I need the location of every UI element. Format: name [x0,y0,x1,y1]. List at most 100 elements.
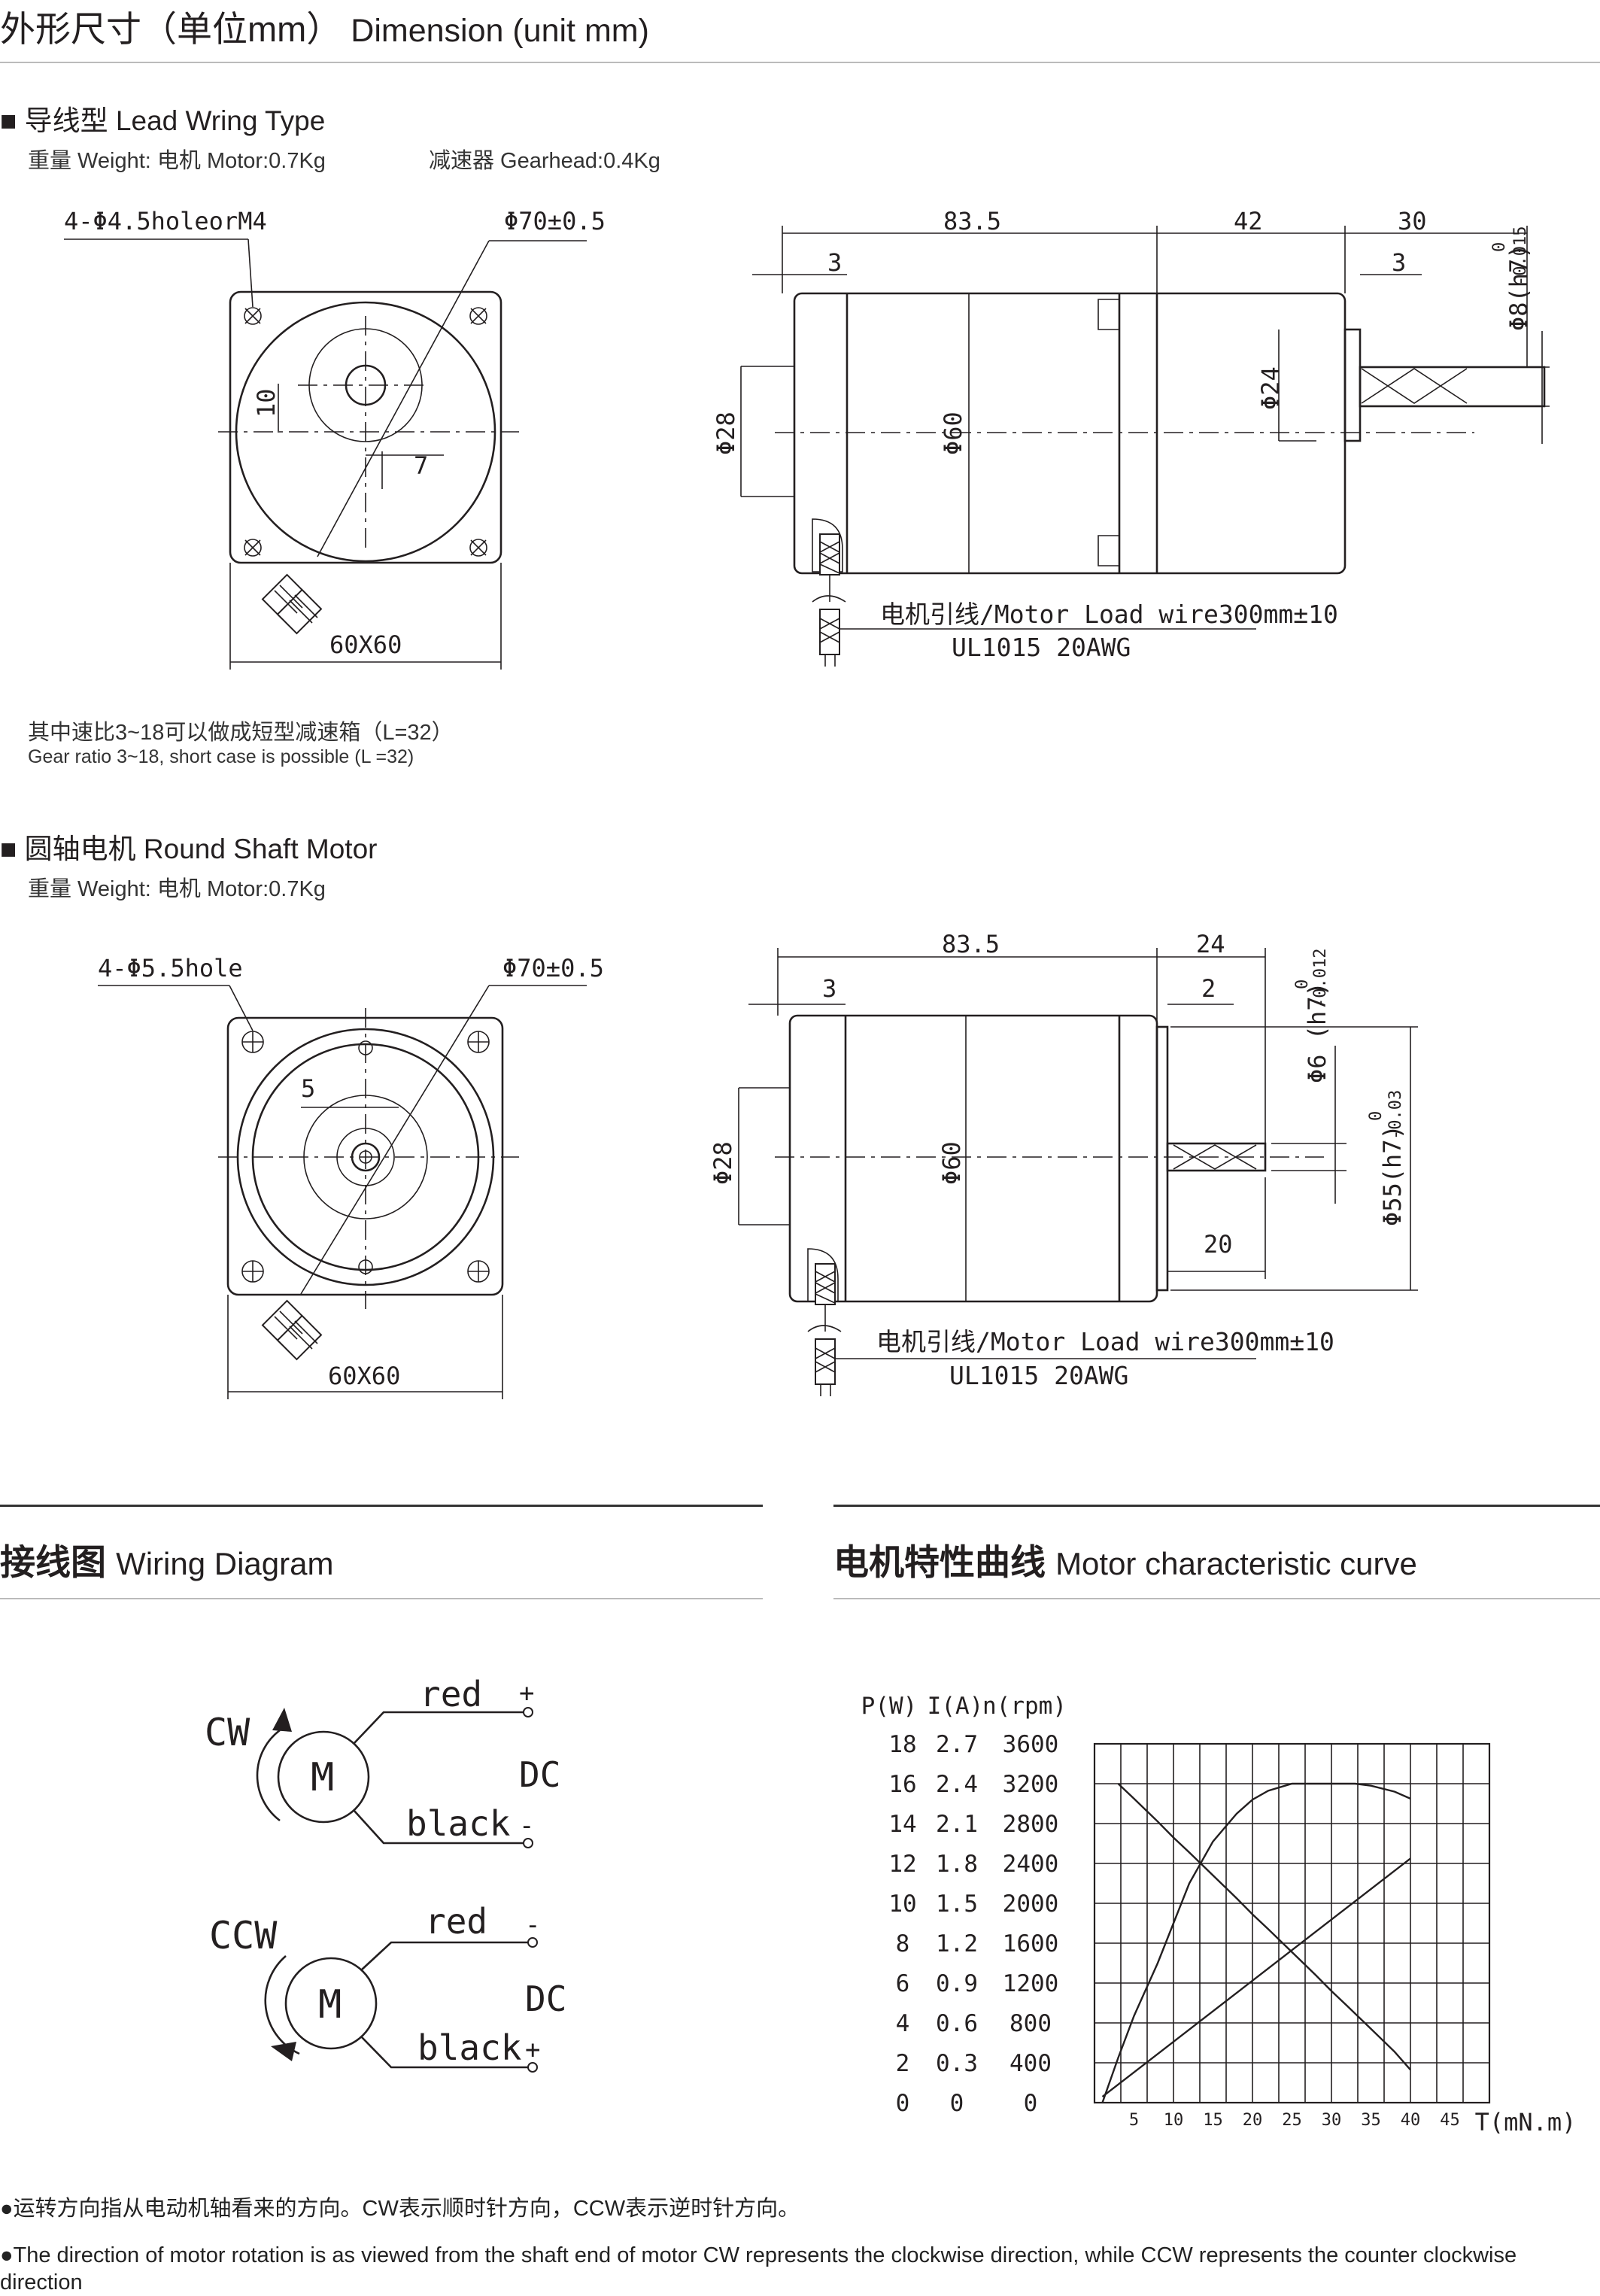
x-tick-label: 30 [1322,2111,1342,2130]
cw-motor-label: M [311,1755,334,1800]
round-front-view: 4-Φ5.5hole Φ70±0.5 5 60X60 [98,954,604,1399]
lead-s1-label: 3 [827,248,842,277]
lead-weight-gear: 减速器 Gearhead:0.4Kg [429,149,660,173]
p-tick-label: 10 [888,1891,916,1918]
lead-pcd-label: Φ70±0.5 [504,207,606,235]
round-d60-label: Φ60 [937,1141,966,1185]
lead-shaft-label: Φ8(h7) [1504,244,1533,331]
lead-d7-label: 7 [414,451,428,480]
round-wire-label: 电机引线/Motor Load wire300mm±10 [876,1327,1334,1356]
lead-note-cn: 其中速比3~18可以做成短型减速箱（L=32） [28,721,454,745]
curve-top-rule [833,1505,1600,1507]
round-mounting-holes [241,1031,490,1283]
lead-size-label: 60X60 [329,630,402,659]
lead-d24-label: Φ24 [1256,366,1285,410]
curve-bottom-rule [833,1598,1600,1599]
i-tick-label: 0.3 [936,2050,978,2077]
wiring-ccw: CCW M red black - + DC [209,1901,566,2073]
round-l20-label: 20 [1204,1230,1233,1259]
lead-holes-label: 4-Φ4.5holeorM4 [64,207,267,235]
round-holes-label: 4-Φ5.5hole [98,954,243,982]
wiring-title: 接线图 Wiring Diagram [0,1542,334,1582]
round-l2-label: 24 [1196,930,1225,958]
p-tick-label: 8 [896,1930,910,1957]
series-line-1 [1101,1857,1411,2098]
x-tick-label: 10 [1164,2111,1184,2130]
lead-l1-label: 83.5 [943,207,1001,235]
curve-title: 电机特性曲线 Motor characteristic curve [833,1542,1417,1582]
cw-red-label: red [420,1674,482,1714]
p-tick-label: 2 [896,2050,910,2077]
ccw-motor-label: M [318,1982,342,2027]
x-tick-label: 15 [1203,2111,1223,2130]
ccw-plus: + [525,2035,540,2065]
lead-l2-label: 42 [1234,207,1263,235]
motor-characteristic-chart: P(W)I(A)n(rpm)04008001200160020002400280… [861,1693,1577,2137]
cw-dc-label: DC [519,1754,560,1795]
round-d5-label: 5 [301,1074,315,1103]
wiring-top-rule [0,1505,763,1507]
lead-side-view: 83.5 42 30 3 3 Φ28 Φ60 Φ24 Φ8(h7) 0 -0.0… [712,207,1550,667]
cw-black-label: black [406,1803,510,1844]
n-tick-label: 2800 [1003,1811,1059,1838]
n-tick-label: 3200 [1003,1771,1059,1798]
round-side-cable [807,1248,1256,1396]
p-tick-label: 16 [888,1771,916,1798]
ccw-red-label: red [425,1901,487,1942]
n-tick-label: 2400 [1003,1851,1059,1878]
lead-s2-label: 3 [1392,248,1406,277]
round-l1-label: 83.5 [942,930,1000,958]
i-tick-label: 0 [950,2090,964,2117]
lead-heading: ■ 导线型 Lead Wring Type [0,105,326,136]
lead-tol-lo: -0.015 [1511,226,1530,286]
cw-minus: - [519,1811,534,1841]
cw-direction: CW [205,1711,250,1754]
n-tick-label: 1200 [1003,1970,1059,1997]
lead-side-cable [812,518,1256,667]
x-tick-label: 20 [1243,2111,1263,2130]
i-tick-label: 1.2 [936,1930,978,1957]
i-tick-label: 2.1 [936,1811,978,1838]
x-tick-label: 25 [1282,2111,1302,2130]
ccw-direction: CCW [209,1914,278,1957]
lead-l3-label: 30 [1398,207,1427,235]
p-tick-label: 12 [888,1851,916,1878]
lead-d60-label: Φ60 [939,412,967,455]
round-size-label: 60X60 [328,1362,400,1390]
n-tick-label: 400 [1009,2050,1052,2077]
lead-d10-label: 10 [252,388,281,418]
axis-header: I(A) [928,1693,984,1720]
ccw-black-label: black [417,2027,521,2068]
round-wire-stub [261,1299,323,1361]
ccw-minus: - [525,1910,540,1940]
round-heading: ■ 圆轴电机 Round Shaft Motor [0,834,378,864]
round-s2-label: 2 [1201,974,1216,1003]
round-shaft-label: Φ6 (h7) [1303,982,1331,1083]
i-tick-label: 2.4 [936,1771,978,1798]
footnote-cn: ●运转方向指从电动机轴看来的方向。CW表示顺时针方向，CCW表示逆时针方向。 [0,2197,800,2221]
wiring-cw: CW M red black + - DC [205,1674,560,1848]
i-tick-label: 0.6 [936,2010,978,2037]
round-side-view: 83.5 24 3 2 Φ28 Φ60 Φ6 (h7) 0 -0.012 Φ55… [709,930,1418,1396]
p-tick-label: 4 [896,2010,910,2037]
series-line-0 [1117,1783,1411,2071]
round-wire-spec: UL1015 20AWG [949,1361,1128,1390]
axis-header: P(W) [861,1693,918,1720]
lead-wire-spec: UL1015 20AWG [952,633,1131,662]
footnote-en: ●The direction of motor rotation is as v… [0,2243,1517,2294]
x-tick-label: 35 [1361,2111,1381,2130]
round-weight-motor: 重量 Weight: 电机 Motor:0.7Kg [28,877,326,901]
i-tick-label: 1.5 [936,1891,978,1918]
x-tick-label: 45 [1440,2111,1460,2130]
header-divider [0,62,1600,63]
x-tick-label: 40 [1401,2111,1421,2130]
x-axis-label: T(mN.m) [1475,2108,1577,2137]
wiring-bottom-rule [0,1598,763,1599]
chart-frame [1093,1742,1491,2104]
round-ptol-hi: 0 [1367,1111,1386,1121]
i-tick-label: 1.8 [936,1851,978,1878]
page-title: 外形尺寸（单位mm） Dimension (unit mm) [0,9,649,49]
i-tick-label: 2.7 [936,1731,978,1758]
ccw-dc-label: DC [525,1979,566,2019]
